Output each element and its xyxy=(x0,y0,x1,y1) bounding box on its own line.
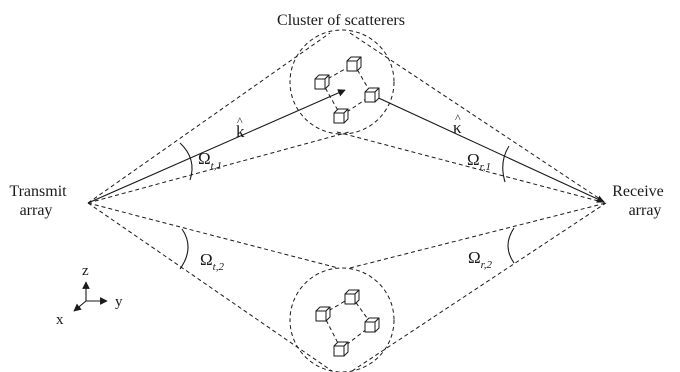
axis-y-label: y xyxy=(115,294,123,310)
receive-label-line1: Receive xyxy=(612,183,664,200)
scatterer-cube xyxy=(346,56,362,72)
omega-r1-label: Ωr,1 xyxy=(467,150,491,173)
transmit-label-line2: array xyxy=(20,202,53,219)
receive-beam-upper xyxy=(336,32,607,204)
scatterer-cube xyxy=(315,306,331,322)
omega-t1-label: Ωt,1 xyxy=(198,149,222,172)
scatterer-cube xyxy=(314,74,330,90)
omega-r2-label: Ωr,2 xyxy=(468,248,492,271)
axis-x-label: x xyxy=(56,312,64,328)
omega-r2-arc xyxy=(507,227,515,264)
kappa-hat-vector xyxy=(371,94,605,203)
omega-t2-arc xyxy=(179,228,189,270)
scatterer-cube xyxy=(333,108,349,124)
bottom-cluster-circle xyxy=(289,267,395,372)
scatterer-cube xyxy=(364,317,380,333)
omega-r1-arc xyxy=(502,145,510,183)
top-cluster-circle xyxy=(289,29,395,135)
receive-label-line2: array xyxy=(629,202,662,219)
k-hat-label: k xyxy=(236,122,245,141)
k-hat-caret: ^ xyxy=(237,114,243,128)
omega-t1-arc xyxy=(179,142,193,181)
scatterer-cube xyxy=(333,341,349,357)
transmit-beam-lower xyxy=(87,202,339,372)
k-hat-vector xyxy=(87,89,346,204)
coordinate-axes xyxy=(73,281,108,312)
omega-t2-label: Ωt,2 xyxy=(200,250,224,273)
transmit-label-line1: Transmit xyxy=(9,183,67,200)
kappa-hat-caret: ^ xyxy=(455,111,461,125)
scatterer-cube xyxy=(364,87,380,103)
scatterer-cube xyxy=(344,289,360,305)
cluster-title: Cluster of scatterers xyxy=(277,12,405,29)
top-cluster-links xyxy=(321,63,373,117)
kappa-hat-label: κ xyxy=(453,118,462,137)
receive-beam-lower xyxy=(349,202,607,372)
transmit-beam-upper xyxy=(87,32,350,204)
axis-z-label: z xyxy=(82,263,89,279)
